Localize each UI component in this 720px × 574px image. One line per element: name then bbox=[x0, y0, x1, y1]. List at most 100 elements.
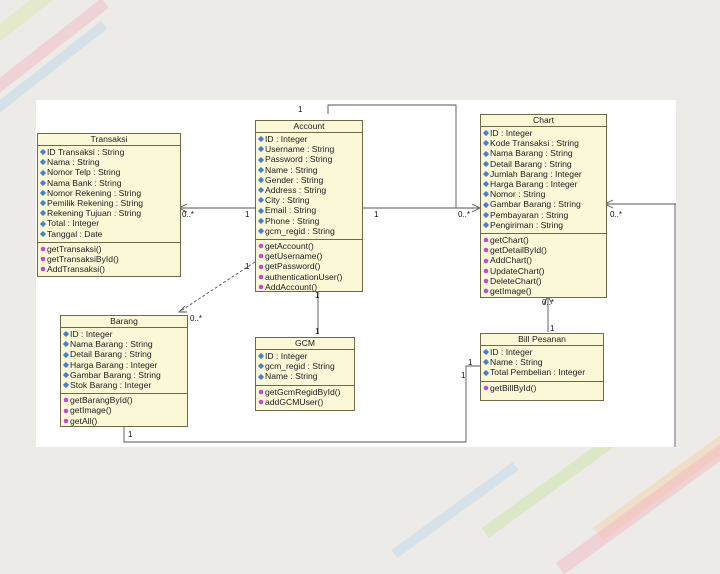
attribute-row: Name : String bbox=[257, 371, 352, 381]
operation-icon bbox=[483, 385, 489, 390]
class-transaksi-name: Transaksi bbox=[38, 134, 180, 146]
attribute-text: Kode Transaksi : String bbox=[490, 138, 579, 149]
attribute-icon bbox=[482, 170, 490, 178]
attribute-icon bbox=[482, 359, 490, 366]
attribute-text: Jumlah Barang : Integer bbox=[490, 168, 582, 179]
operation-icon bbox=[40, 267, 46, 272]
attribute-text: Gambar Barang : String bbox=[70, 369, 161, 380]
operation-text: getBarangById() bbox=[70, 395, 133, 406]
attribute-icon bbox=[39, 169, 47, 176]
attribute-text: gcm_regid : String bbox=[265, 225, 335, 236]
class-bill-operations: getBillById() bbox=[481, 380, 603, 396]
multiplicity-account-bottom: 1 bbox=[315, 291, 320, 300]
operation-row: getImage() bbox=[483, 286, 604, 296]
attribute-row: Name : String bbox=[257, 165, 360, 175]
attribute-text: ID : Integer bbox=[265, 351, 308, 361]
operation-text: AddChart() bbox=[490, 255, 533, 266]
attribute-row: Nama : String bbox=[39, 157, 178, 167]
attribute-text: Nomor Telp : String bbox=[47, 167, 121, 178]
attribute-text: ID Transaksi : String bbox=[47, 147, 125, 157]
attribute-icon bbox=[257, 156, 265, 163]
attribute-text: Detail Barang : String bbox=[70, 349, 152, 360]
operation-icon bbox=[40, 246, 46, 252]
attribute-icon bbox=[39, 148, 47, 156]
operation-row: getPassword() bbox=[258, 261, 360, 271]
operation-row: getImage() bbox=[63, 405, 185, 415]
operation-row: UpdateChart() bbox=[483, 266, 604, 276]
operation-icon bbox=[483, 258, 489, 263]
operation-icon bbox=[483, 268, 489, 273]
operation-icon bbox=[258, 243, 264, 249]
attribute-text: City : String bbox=[265, 195, 310, 206]
attribute-icon bbox=[482, 211, 490, 218]
attribute-icon bbox=[257, 363, 265, 370]
operation-text: getTransaksi() bbox=[47, 243, 102, 254]
attribute-text: Password : String bbox=[265, 154, 333, 165]
operation-text: getTransaksiById() bbox=[47, 254, 119, 265]
attribute-icon bbox=[39, 230, 47, 237]
attribute-icon bbox=[482, 160, 490, 167]
attribute-icon bbox=[257, 227, 265, 235]
attribute-icon bbox=[39, 199, 47, 207]
class-chart-name: Chart bbox=[481, 115, 606, 127]
attribute-text: Tanggal : Date bbox=[47, 228, 103, 239]
operation-row: getAccount() bbox=[258, 241, 360, 251]
attribute-row: Detail Barang : String bbox=[482, 159, 604, 169]
attribute-text: gcm_regid : String bbox=[265, 361, 335, 372]
class-gcm-name: GCM bbox=[256, 338, 354, 350]
class-account-name: Account bbox=[256, 121, 362, 133]
operation-row: getBillById() bbox=[483, 383, 601, 393]
attribute-row: Nama Barang : String bbox=[62, 339, 185, 349]
operation-icon bbox=[258, 254, 264, 259]
operation-text: getBillById() bbox=[490, 382, 537, 393]
attribute-icon bbox=[39, 179, 47, 186]
operation-text: UpdateChart() bbox=[490, 265, 545, 276]
class-account-operations: getAccount()getUsername()getPassword()au… bbox=[256, 239, 362, 295]
attribute-text: Nomor : String bbox=[490, 189, 546, 200]
arrowhead bbox=[177, 305, 187, 313]
attribute-text: Total : Integer bbox=[47, 218, 100, 229]
multiplicity-barang: 0..* bbox=[190, 314, 203, 323]
attribute-row: Pengiriman : String bbox=[482, 220, 604, 230]
attribute-row: Name : String bbox=[482, 357, 601, 367]
multiplicity-chart-right: 0..* bbox=[610, 210, 623, 219]
attribute-icon bbox=[257, 207, 265, 214]
operation-icon bbox=[258, 399, 264, 405]
operation-text: getChart() bbox=[490, 235, 529, 246]
operation-icon bbox=[258, 389, 264, 394]
attribute-icon bbox=[39, 220, 47, 227]
attribute-row: Pemilik Rekening : String bbox=[39, 198, 178, 208]
attribute-row: Nomor : String bbox=[482, 189, 604, 200]
operation-text: AddTransaksi() bbox=[47, 264, 105, 275]
attribute-row: ID : Integer bbox=[257, 134, 360, 144]
operation-text: getImage() bbox=[490, 286, 532, 297]
operation-text: getImage() bbox=[70, 405, 112, 416]
attribute-row: Nomor Rekening : String bbox=[39, 188, 178, 198]
attribute-row: Kode Transaksi : String bbox=[482, 138, 604, 149]
attribute-row: ID : Integer bbox=[257, 351, 352, 361]
attribute-text: Gender : String bbox=[265, 174, 324, 185]
multiplicity-bill-left-top: 1 bbox=[468, 358, 473, 367]
attribute-row: Harga Barang : Integer bbox=[482, 179, 604, 189]
multiplicity-chart-bottom: 0..* bbox=[542, 298, 555, 307]
attribute-text: Nama Bank : String bbox=[47, 177, 122, 188]
attribute-text: Pembayaran : String bbox=[490, 209, 569, 220]
attribute-icon bbox=[482, 348, 490, 356]
operation-row: getChart() bbox=[483, 235, 604, 245]
operation-icon bbox=[258, 264, 264, 269]
attribute-icon bbox=[482, 369, 490, 376]
operation-text: authenticationUser() bbox=[265, 271, 343, 282]
attribute-row: Nomor Telp : String bbox=[39, 167, 178, 178]
operation-row: getUsername() bbox=[258, 251, 360, 261]
attribute-icon bbox=[62, 341, 70, 348]
attribute-text: ID : Integer bbox=[490, 128, 533, 138]
class-barang-name: Barang bbox=[61, 316, 187, 328]
attribute-row: Jumlah Barang : Integer bbox=[482, 168, 604, 179]
operation-icon bbox=[483, 248, 489, 253]
